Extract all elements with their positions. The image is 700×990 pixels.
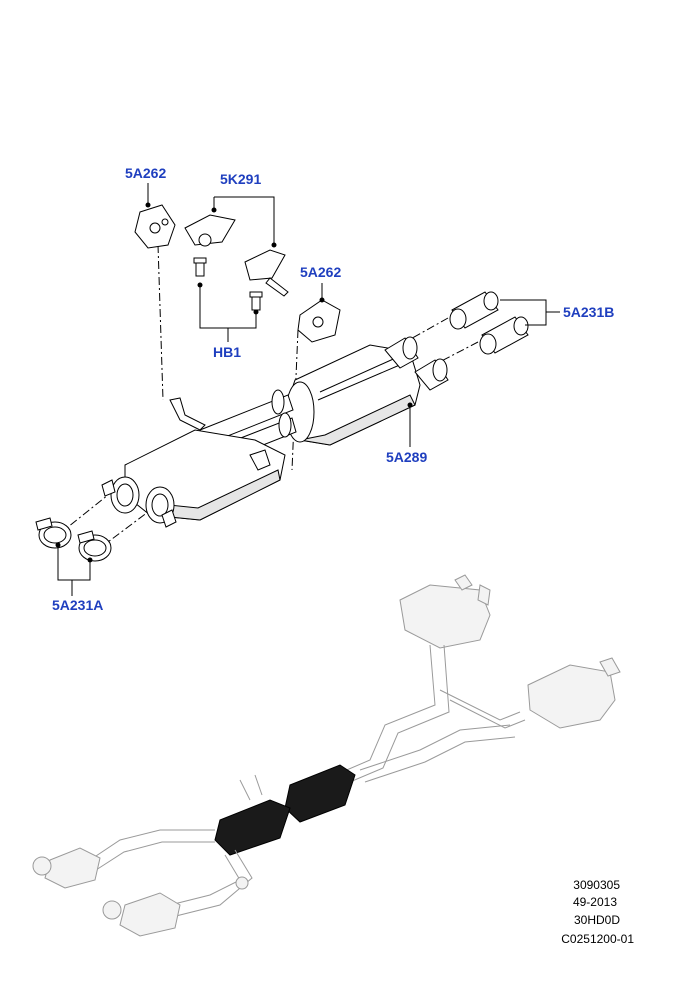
bracket-right-5A262	[297, 299, 341, 343]
reference-line-3: 30HD0D	[574, 913, 620, 927]
reference-block: 3090305 49-2013 30HD0D C0251200-01	[561, 878, 634, 946]
reference-line-4: C0251200-01	[561, 932, 634, 946]
callout-hanger-pair: 5K291	[220, 171, 261, 187]
full-exhaust-overview	[32, 574, 621, 937]
front-resonator	[101, 397, 286, 528]
rear-muffler-5A289	[284, 336, 449, 446]
tailpipe-tips-5A231B	[449, 291, 529, 355]
callout-bolts: HB1	[213, 344, 241, 360]
callout-bracket-left: 5A262	[125, 165, 166, 181]
callout-muffler: 5A289	[386, 449, 427, 465]
clamps-5A231A	[35, 517, 112, 562]
callout-labels: 5A262 5K291 5A262 5A231B HB1 5A289 5A231…	[52, 165, 614, 613]
callout-tailpipe-tips: 5A231B	[563, 304, 614, 320]
bracket-left-5A262	[134, 204, 176, 249]
callout-bracket-right: 5A262	[300, 264, 341, 280]
callout-leaders	[55, 183, 560, 596]
reference-line-1: 3090305	[573, 878, 620, 892]
reference-line-2: 49-2013	[573, 895, 617, 909]
callout-clamps: 5A231A	[52, 597, 103, 613]
hanger-brackets-5K291	[184, 214, 289, 297]
